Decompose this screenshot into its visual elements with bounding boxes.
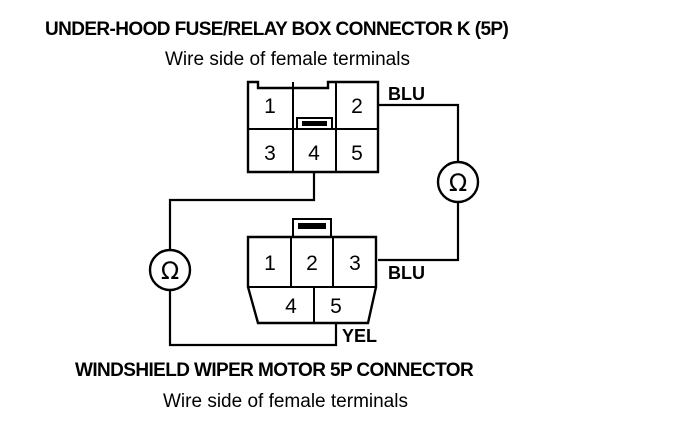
wire-label-yel: YEL bbox=[342, 326, 377, 346]
bottom-pin-5: 5 bbox=[330, 295, 342, 318]
bottom-connector-lock-tab bbox=[292, 218, 332, 237]
bottom-pin-1: 1 bbox=[264, 252, 276, 275]
top-connector: 1 2 3 4 5 bbox=[246, 80, 380, 174]
bottom-pin-3: 3 bbox=[349, 252, 361, 275]
left-ohm-symbol: Ω bbox=[161, 257, 179, 285]
top-pin-2: 2 bbox=[351, 95, 363, 118]
wire-label-blu-top: BLU bbox=[388, 84, 425, 104]
right-ohmmeter: Ω bbox=[436, 160, 480, 204]
top-connector-title: UNDER-HOOD FUSE/RELAY BOX CONNECTOR K (5… bbox=[45, 19, 508, 40]
top-connector-lock-slot bbox=[302, 121, 327, 126]
top-pin-3: 3 bbox=[264, 142, 276, 165]
left-ohmmeter-ring bbox=[148, 248, 192, 292]
left-ohmmeter: Ω bbox=[148, 248, 192, 292]
bottom-connector-subtitle: Wire side of female terminals bbox=[163, 391, 408, 412]
bottom-pin-4: 4 bbox=[285, 295, 297, 318]
right-ohmmeter-ring bbox=[436, 160, 480, 204]
top-connector-subtitle: Wire side of female terminals bbox=[165, 49, 410, 70]
bottom-pin-2: 2 bbox=[306, 252, 318, 275]
top-connector-lock-tab bbox=[296, 117, 333, 130]
top-pin-1: 1 bbox=[264, 95, 276, 118]
right-ohm-symbol: Ω bbox=[449, 169, 467, 197]
top-pin-4: 4 bbox=[308, 142, 320, 165]
bottom-connector: 1 2 3 4 5 bbox=[246, 218, 378, 325]
bottom-connector-title: WINDSHIELD WIPER MOTOR 5P CONNECTOR bbox=[75, 360, 474, 381]
wire-label-blu-bottom: BLU bbox=[388, 263, 425, 283]
top-connector-outline bbox=[246, 80, 380, 174]
bottom-connector-lock-slot bbox=[298, 223, 326, 229]
bottom-connector-outline bbox=[246, 235, 378, 325]
top-pin-5: 5 bbox=[351, 142, 363, 165]
